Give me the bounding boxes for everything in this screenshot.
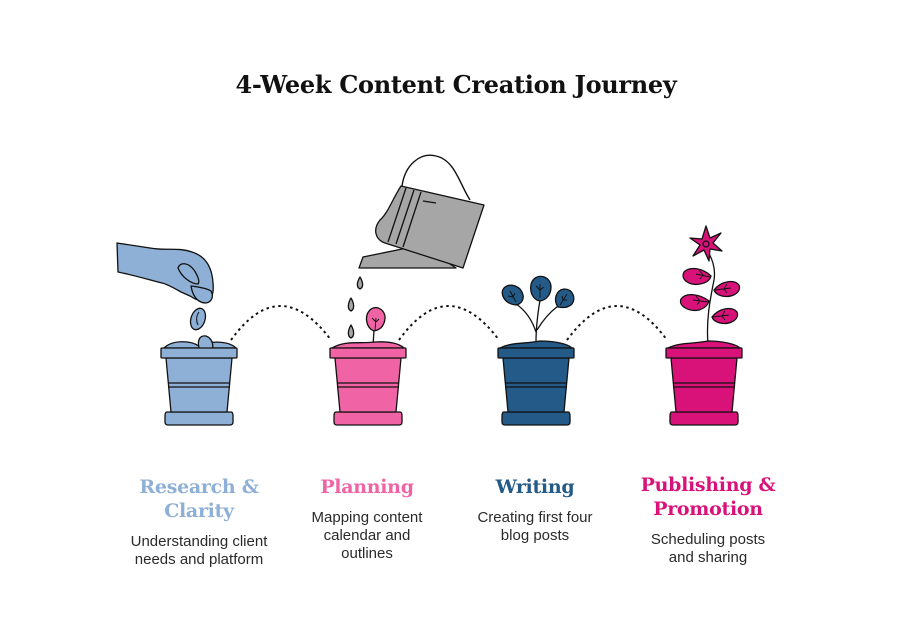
stage-title: Research & Clarity — [139, 476, 259, 522]
plant-icon — [501, 275, 575, 343]
stage-description: Creating first four blog posts — [477, 509, 593, 544]
stage-1-illustration — [116, 242, 238, 426]
stage-2-illustration — [329, 154, 485, 426]
pot-research-icon — [160, 335, 238, 426]
stage-title: Writing — [495, 476, 575, 498]
pot-writing-icon — [497, 340, 575, 426]
stage-publishing: Publishing & Promotion Scheduling posts … — [613, 473, 803, 567]
connector-arcs — [230, 305, 668, 341]
stage-title: Planning — [320, 476, 414, 498]
flower-plant-icon — [679, 225, 741, 345]
stage-writing: Writing Creating first four blog posts — [440, 475, 630, 545]
stage-description: Mapping content calendar and outlines — [311, 509, 423, 562]
hand-icon — [116, 242, 214, 304]
page-title: 4-Week Content Creation Journey — [235, 70, 677, 99]
stage-4-illustration — [665, 225, 743, 426]
arc-3-4 — [566, 305, 668, 341]
stage-research: Research & Clarity Understanding client … — [104, 475, 294, 569]
arc-1-2 — [230, 305, 332, 341]
seed-icon — [189, 307, 207, 331]
sprout-icon — [365, 306, 386, 347]
stage-title: Publishing & Promotion — [640, 474, 776, 520]
pot-publishing-icon — [665, 340, 743, 426]
stage-planning: Planning Mapping content calendar and ou… — [272, 475, 462, 563]
water-drop-icon — [347, 276, 364, 339]
stage-description: Understanding client needs and platform — [130, 533, 268, 568]
watering-can-icon — [358, 154, 485, 269]
arc-2-3 — [398, 305, 500, 341]
pot-planning-icon — [329, 341, 407, 426]
stage-description: Scheduling posts and sharing — [650, 531, 766, 566]
stage-3-illustration — [497, 275, 575, 426]
